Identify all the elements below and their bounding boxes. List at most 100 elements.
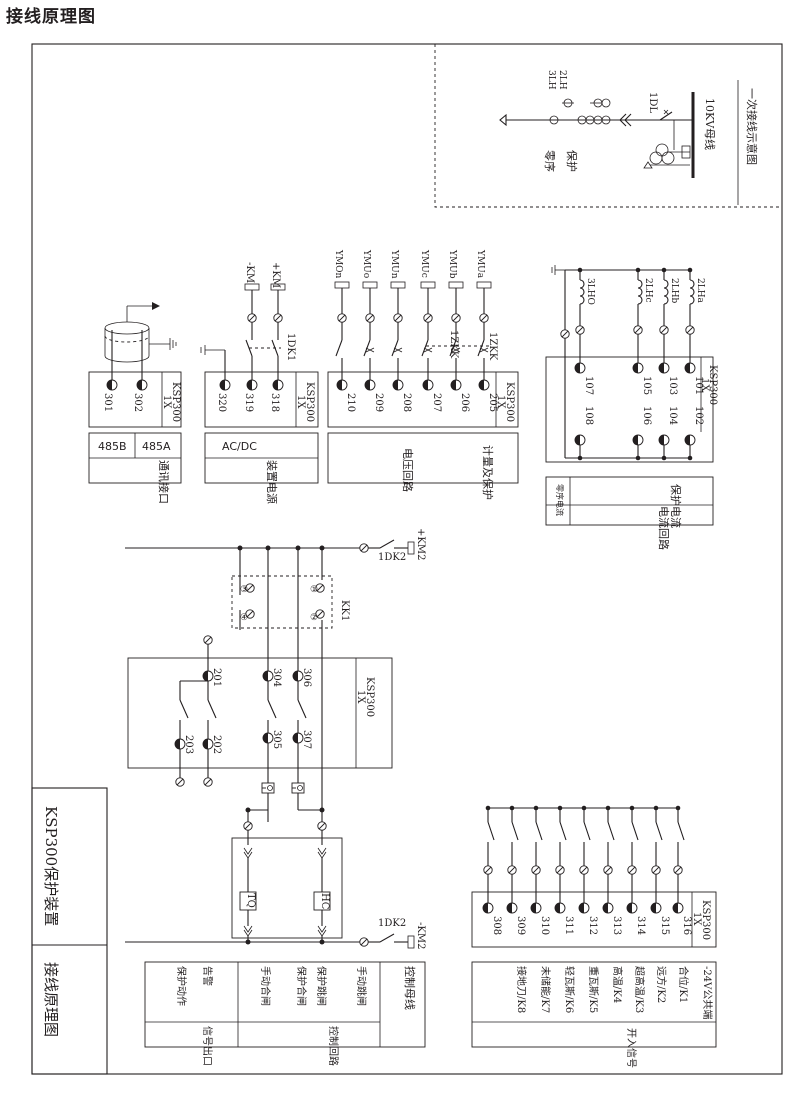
ct-2lh-label: 2LH <box>557 70 567 90</box>
control-ksp-label: KSP300 <box>364 677 375 717</box>
voltage-pin-210: 210 <box>345 393 356 412</box>
voltage-input-5: YMUa <box>475 249 485 279</box>
voltage-ksp-label: KSP300 <box>504 382 515 422</box>
power-block: 1X KSP300 320 319 318 1DK1 -KM +KM <box>200 262 319 428</box>
primary-diagram: 一次接线示意图 10KV母线 1DL 2LH 3LH 保护 零序 <box>499 70 759 205</box>
voltage-caption-a: 计量及保护 <box>481 445 495 500</box>
current-pin-103: 103 <box>667 376 678 395</box>
control-pin-307: 307 <box>301 730 312 749</box>
bus-label: 10KV母线 <box>703 98 717 150</box>
sig-prot-close: 保护合闸 <box>295 966 308 1006</box>
control-pin-306: 306 <box>301 668 312 687</box>
power-ksp-label: KSP300 <box>304 382 315 422</box>
current-1x-label: 1X <box>699 378 710 392</box>
model-panel: KSP300保护装置 接线原理图 <box>31 787 108 1075</box>
control-pin-202: 202 <box>211 735 222 754</box>
power-acdc: AC/DC <box>222 440 257 453</box>
current-pin-104: 104 <box>667 406 678 425</box>
voltage-pin-207: 207 <box>431 393 442 412</box>
current-ct-3: 2LHa <box>695 278 705 304</box>
current-caption-loop: 电流回路 <box>657 506 671 550</box>
control-pin-304: 304 <box>271 668 282 687</box>
control-pin-305: 305 <box>271 730 282 749</box>
sig-manual-close: 手动合闸 <box>259 966 272 1006</box>
power-pin-319: 319 <box>243 393 254 412</box>
input-label-6: 轻瓦斯/K6 <box>563 966 576 1013</box>
current-caption-prot: 保护电流 <box>669 484 683 528</box>
comm-caption: 通讯接口 <box>157 460 170 504</box>
voltage-block: 1X KSP300 YMOn210YMUo209YMUn208YMUc207YM… <box>327 249 519 428</box>
power-switch-label: 1DK1 <box>285 333 296 361</box>
input-label-1: 合位/K1 <box>677 966 690 1003</box>
power-1x-label: 1X <box>295 395 306 409</box>
input-label-5: 重瓦斯/K5 <box>587 966 600 1013</box>
control-circuit: +KM2 1DK2 KK1 ③ ① ④ ② 1X KSP300 201 304 … <box>125 528 426 949</box>
kk-label: KK1 <box>339 600 350 621</box>
signal-table: 告警 保护动作 信号出口 手动跳闸 保护跳闸 保护合闸 手动合闸 控制回路 控制… <box>144 961 426 1066</box>
sig-prot-act: 保护动作 <box>175 966 188 1006</box>
input-pin-315: 315 <box>659 916 670 935</box>
comm-pin-302: 302 <box>132 393 143 412</box>
inputs-caption: 开入信号 <box>625 1028 637 1068</box>
model-name: KSP300保护装置 <box>42 806 60 926</box>
input-label-7: 未储能/K7 <box>539 966 552 1013</box>
input-pin-310: 310 <box>539 916 550 935</box>
comm-block: 1X KSP300 301 302 <box>88 302 182 428</box>
sig-col3-caption: 控制母线 <box>403 966 417 1010</box>
input-label-2: 远方/K2 <box>655 966 668 1003</box>
km2-minus-label: -KM2 <box>415 922 426 949</box>
input-pin-313: 313 <box>611 916 622 935</box>
voltage-1x-label: 1X <box>495 395 506 409</box>
hc-label: HC <box>319 893 330 910</box>
input-pin-312: 312 <box>587 916 598 935</box>
comm-485b: 485B <box>98 440 127 453</box>
voltage-input-3: YMUc <box>419 249 429 278</box>
sig-alarm: 告警 <box>201 966 214 986</box>
tq-label: TQ <box>245 893 256 908</box>
current-pin-105: 105 <box>641 376 652 395</box>
voltage-caption-b: 电压回路 <box>401 448 414 492</box>
kk-pos-3: ③ <box>240 585 248 595</box>
drawing-name: 接线原理图 <box>42 962 60 1037</box>
current-pin-102: 102 <box>693 406 704 425</box>
input-pin-316: 316 <box>681 916 692 935</box>
input-pin-314: 314 <box>635 916 646 935</box>
input-pin-311: 311 <box>563 916 574 935</box>
current-ct-1: 2LHc <box>643 278 653 303</box>
switch-1dk2-top: 1DK2 <box>378 552 406 563</box>
power-pin-318: 318 <box>269 393 280 412</box>
voltage-input-4: YMUb <box>447 249 457 279</box>
voltage-switch: 1ZKK <box>487 332 498 361</box>
zero-seq-label: 零序 <box>543 150 557 172</box>
current-pin-101: 101 <box>693 376 704 395</box>
drawing-frame <box>31 43 783 1075</box>
kk-pos-4: ④ <box>240 613 248 623</box>
voltage-pin-208: 208 <box>401 393 412 412</box>
primary-diagram-title: 一次接线示意图 <box>745 88 759 165</box>
kk-pos-2: ② <box>310 613 318 623</box>
power-caption: 装置电源 <box>265 460 279 504</box>
input-label-8: 接地刀/K8 <box>515 966 528 1013</box>
page-title: 接线原理图 <box>6 7 96 27</box>
voltage-switch-label: 1ZKK <box>448 330 459 359</box>
comm-1x-label: 1X <box>161 395 172 409</box>
ct-3lh-label: 3LH <box>546 70 556 90</box>
voltage-input-0: YMOn <box>333 249 343 279</box>
current-block: 1X KSP300 3LHO1071082LHc1051062LHb103104… <box>545 265 718 463</box>
voltage-pin-206: 206 <box>459 393 470 412</box>
power-km-minus: -KM <box>244 262 255 283</box>
control-pin-201: 201 <box>211 668 222 687</box>
current-caption-zero: 零序电流 <box>555 484 565 516</box>
control-1x-label: 1X <box>355 690 366 704</box>
power-km-plus: +KM <box>270 262 281 288</box>
voltage-pin-205: 205 <box>487 393 498 412</box>
current-ct-2: 2LHb <box>669 278 679 304</box>
voltage-input-2: YMUn <box>389 249 399 279</box>
comm-485a: 485A <box>142 440 171 453</box>
inputs-1x-label: 1X <box>691 912 702 926</box>
input-label-0: -24V公共端 <box>701 966 714 1019</box>
current-pin-106: 106 <box>641 406 652 425</box>
control-pin-203: 203 <box>183 735 194 754</box>
